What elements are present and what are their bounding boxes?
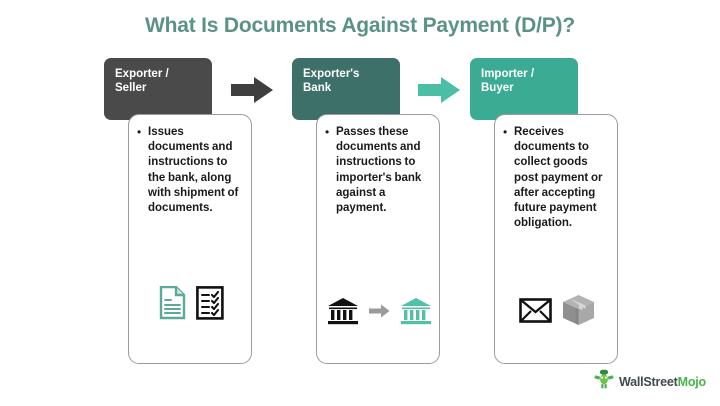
stage-header-line-1: Importer /: [481, 68, 535, 80]
stage-exporter-seller: Exporter / Seller • Issues documents and…: [104, 58, 256, 364]
arrow-stage1-to-stage2: [230, 76, 274, 104]
icon-strip-exporters-bank: [317, 297, 441, 325]
envelope-icon: [519, 297, 552, 323]
logo-text: WallStreetMojo: [619, 375, 706, 389]
package-box-icon: [562, 294, 595, 326]
stage-card-exporters-bank: • Passes these documents and instruction…: [316, 114, 440, 364]
stage-card-importer-buyer: • Receives documents to collect goods po…: [494, 114, 618, 364]
bullet-dot-icon: •: [137, 125, 142, 139]
document-icon: [159, 286, 186, 320]
stage-header-line-1: Exporter /: [115, 68, 169, 80]
wallstreetmojo-logo[interactable]: WallStreetMojo: [593, 369, 706, 394]
bullet-item: • Receives documents to collect goods po…: [503, 125, 609, 231]
bullet-text: Receives documents to collect goods post…: [514, 126, 603, 230]
icon-strip-exporter-seller: [129, 286, 253, 320]
bullet-item: • Passes these documents and instruction…: [325, 125, 431, 216]
stage-card-exporter-seller: • Issues documents and instructions to t…: [128, 114, 252, 364]
arrow-right-icon: [368, 304, 390, 318]
arrow-stage2-to-stage3: [417, 76, 461, 104]
icon-strip-importer-buyer: [495, 294, 619, 326]
logo-text-mojo: Mojo: [677, 374, 707, 389]
stage-header-exporter-seller: Exporter / Seller: [104, 58, 212, 120]
bullet-text: Issues documents and instructions to the…: [148, 126, 239, 215]
bullet-text: Passes these documents and instructions …: [336, 126, 422, 215]
bullet-dot-icon: •: [325, 125, 330, 139]
stage-importer-buyer: Importer / Buyer • Receives documents to…: [470, 58, 622, 364]
stage-header-line-1: Exporter's: [303, 68, 360, 80]
checklist-icon: [195, 286, 224, 320]
stage-header-line-2: Bank: [303, 82, 332, 94]
bank-icon-teal: [400, 297, 432, 325]
bullet-dot-icon: •: [503, 125, 508, 139]
logo-text-wallstreet: WallStreet: [618, 374, 678, 389]
page-title: What Is Documents Against Payment (D/P)?: [145, 14, 575, 37]
bullet-item: • Issues documents and instructions to t…: [137, 125, 243, 216]
stage-exporters-bank: Exporter's Bank • Passes these documents…: [292, 58, 444, 364]
stage-header-line-2: Buyer: [481, 82, 514, 94]
wallstreetmojo-mascot-icon: [593, 369, 615, 394]
bank-icon: [327, 297, 359, 325]
process-flow: Exporter / Seller • Issues documents and…: [0, 58, 720, 368]
stage-header-exporters-bank: Exporter's Bank: [292, 58, 400, 120]
stage-header-line-2: Seller: [115, 82, 147, 94]
stage-header-importer-buyer: Importer / Buyer: [470, 58, 578, 120]
